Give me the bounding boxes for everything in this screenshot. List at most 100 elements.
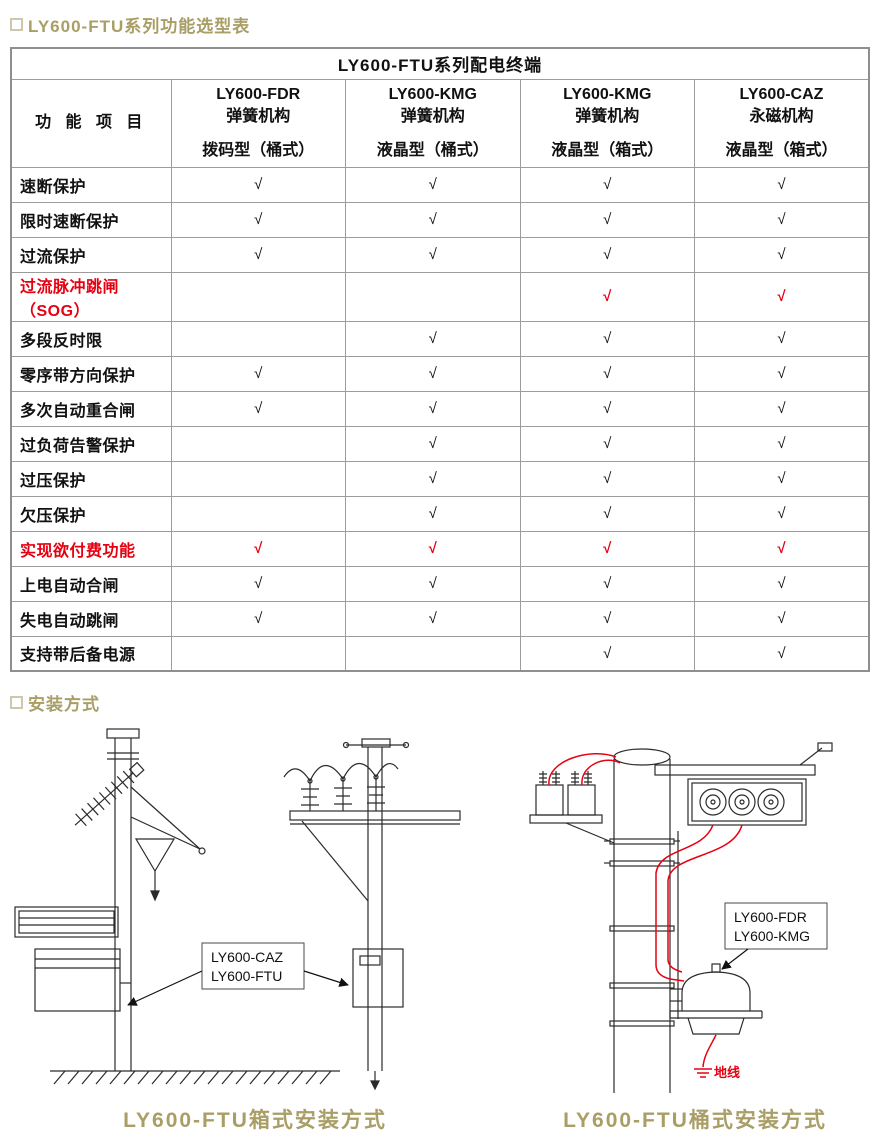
check-mark: √	[694, 355, 870, 392]
check-mark: √	[170, 236, 346, 273]
equipment-label-line: LY600-FTU	[211, 968, 282, 984]
check-mark: √	[519, 460, 695, 497]
feature-row: 限时速断保护√√√√	[10, 201, 870, 238]
feature-row: 支持带后备电源√√	[10, 635, 870, 672]
check-mark: √	[694, 600, 870, 637]
check-mark: √	[519, 201, 695, 238]
column-header-function: 功 能 项 目	[10, 78, 172, 168]
check-mark: √	[694, 565, 870, 602]
installation-diagrams: LY600-CAZ LY600-FTU LY600-FTU箱式安装方式	[10, 721, 870, 1134]
feature-label: 过流保护	[10, 236, 172, 273]
feature-label: 零序带方向保护	[10, 355, 172, 392]
table-title: LY600-FTU系列配电终端	[10, 47, 870, 80]
check-mark: √	[519, 271, 695, 322]
feature-row: 过流脉冲跳闸（SOG） √√	[10, 271, 870, 322]
check-mark: √	[519, 600, 695, 637]
check-mark: √	[345, 530, 521, 567]
installation-section-title: 安装方式	[28, 695, 100, 714]
pole-a	[14, 728, 340, 1085]
check-mark: √	[170, 166, 346, 203]
empty-cell	[170, 495, 346, 532]
check-mark: √	[694, 166, 870, 203]
bucket-installation-diagram: 地线 LY600-FDR LY600-KMG	[529, 742, 833, 1093]
empty-cell	[345, 635, 521, 672]
empty-cell	[170, 460, 346, 497]
check-mark: √	[694, 271, 870, 322]
ftu-box-b	[352, 948, 404, 1008]
ftu-box-a	[34, 948, 121, 1012]
check-mark: √	[694, 236, 870, 273]
label-arrow	[303, 970, 349, 987]
insulator-icon	[334, 776, 352, 811]
ground-wire	[702, 1034, 717, 1068]
check-mark: √	[694, 635, 870, 672]
check-mark: √	[345, 166, 521, 203]
feature-label: 过流脉冲跳闸（SOG）	[10, 271, 172, 322]
check-mark: √	[345, 236, 521, 273]
check-mark: √	[519, 495, 695, 532]
check-mark: √	[170, 355, 346, 392]
bushing-box	[687, 778, 807, 826]
box-installation-caption: LY600-FTU箱式安装方式	[123, 1109, 387, 1132]
feature-row: 失电自动跳闸√√√√	[10, 600, 870, 637]
feature-label: 欠压保护	[10, 495, 172, 532]
feature-row: 过负荷告警保护√√√	[10, 425, 870, 462]
check-mark: √	[345, 201, 521, 238]
check-mark: √	[519, 425, 695, 462]
function-table-section-title: LY600-FTU系列功能选型表	[28, 17, 251, 36]
check-mark: √	[519, 565, 695, 602]
feature-label: 支持带后备电源	[10, 635, 172, 672]
check-mark: √	[519, 355, 695, 392]
check-mark: √	[170, 565, 346, 602]
check-mark: √	[170, 201, 346, 238]
equipment-label-line: LY600-KMG	[734, 928, 810, 944]
check-mark: √	[170, 390, 346, 427]
transformer-icon	[567, 771, 596, 816]
feature-label: 上电自动合闸	[10, 565, 172, 602]
empty-cell	[170, 271, 346, 322]
bucket-installation-caption: LY600-FTU桶式安装方式	[563, 1109, 827, 1132]
ground-symbol-icon	[694, 1068, 712, 1078]
feature-label: 失电自动跳闸	[10, 600, 172, 637]
check-mark: √	[519, 236, 695, 273]
insulator-icon	[367, 774, 385, 811]
empty-cell	[170, 320, 346, 357]
pole-b	[283, 738, 461, 1091]
equipment-label-line: LY600-CAZ	[211, 949, 284, 965]
feature-row: 过流保护√√√√	[10, 236, 870, 273]
feature-label: 速断保护	[10, 166, 172, 203]
check-mark: √	[694, 390, 870, 427]
check-mark: √	[345, 320, 521, 357]
section-header-installation: 安装方式	[10, 690, 870, 715]
check-mark: √	[694, 530, 870, 567]
ground-wire-label: 地线	[714, 1065, 740, 1080]
check-mark: √	[345, 565, 521, 602]
feature-label: 多段反时限	[10, 320, 172, 357]
empty-cell	[345, 271, 521, 322]
equipment-label-line: LY600-FDR	[734, 909, 807, 925]
section-header-function-table: LY600-FTU系列功能选型表	[10, 12, 870, 37]
box-installation-diagram: LY600-CAZ LY600-FTU	[14, 728, 461, 1091]
feature-label: 限时速断保护	[10, 201, 172, 238]
feature-row: 过压保护√√√	[10, 460, 870, 497]
check-mark: √	[694, 320, 870, 357]
label-arrow	[127, 970, 203, 1006]
feature-row: 多次自动重合闸√√√√	[10, 390, 870, 427]
feature-row: 上电自动合闸√√√√	[10, 565, 870, 602]
bucket-installation-block: 地线 LY600-FDR LY600-KMG LY600-FTU桶式安装方式	[520, 721, 870, 1134]
square-bullet-icon	[10, 18, 23, 31]
feature-label: 实现欲付费功能	[10, 530, 172, 567]
label-arrow	[721, 948, 749, 970]
check-mark: √	[345, 600, 521, 637]
square-bullet-icon	[10, 696, 23, 709]
feature-label: 过压保护	[10, 460, 172, 497]
feature-row: 欠压保护√√√	[10, 495, 870, 532]
empty-cell	[170, 635, 346, 672]
feature-row: 实现欲付费功能√√√√	[10, 530, 870, 567]
